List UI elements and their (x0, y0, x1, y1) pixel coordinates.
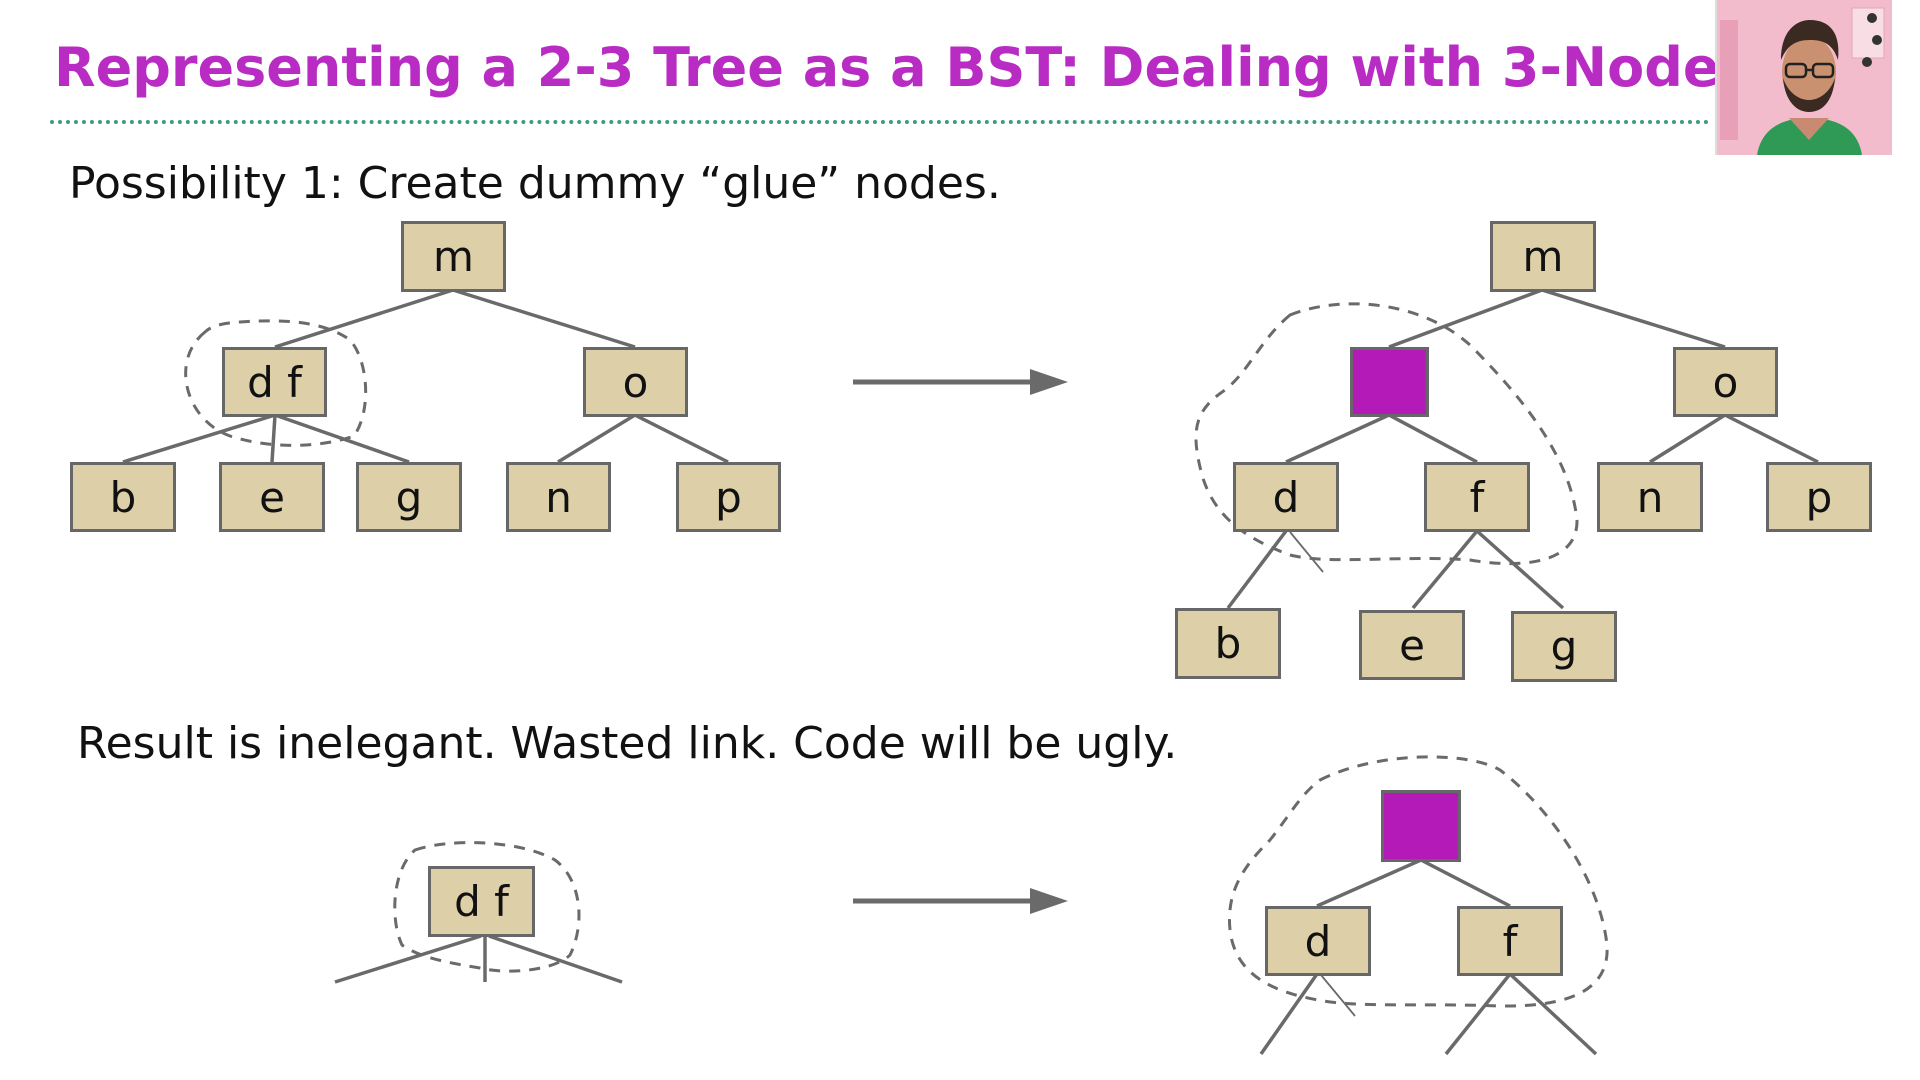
node-o: o (583, 347, 688, 417)
edge (1444, 972, 1512, 1056)
edge (1724, 413, 1819, 464)
edge (488, 934, 623, 984)
dashed-group-top-right (1194, 302, 1579, 566)
node-d: d (1265, 906, 1371, 976)
glue-node (1381, 790, 1461, 862)
edge (634, 413, 729, 464)
node-f: f (1457, 906, 1563, 976)
leaf-p: p (1766, 462, 1872, 532)
dashed-group-bottom-left (393, 841, 581, 973)
leaf-b: b (1175, 608, 1281, 679)
edge (557, 413, 636, 464)
arrow-bottom-head (1030, 888, 1068, 914)
edge (1285, 413, 1390, 464)
edge (1649, 413, 1726, 464)
leaf-p: p (676, 462, 781, 532)
title-divider (50, 120, 1710, 124)
node-m: m (401, 221, 506, 292)
leaf-g: g (356, 462, 462, 532)
edge (1316, 858, 1422, 908)
edge (1226, 529, 1288, 610)
webcam-overlay (1715, 0, 1892, 155)
dashed-group-bottom-right (1227, 755, 1609, 1008)
edge (1259, 972, 1319, 1056)
edge (1475, 529, 1565, 610)
edge (1420, 858, 1511, 908)
leaf-n: n (506, 462, 611, 532)
node-df: d f (428, 866, 535, 937)
arrow-top-head (1030, 369, 1068, 395)
edge (1388, 288, 1543, 349)
wasted-link-edge (1320, 974, 1356, 1017)
leaf-g: g (1511, 611, 1617, 682)
node-d: d (1233, 462, 1339, 532)
edge (270, 414, 277, 463)
wasted-link-edge (1289, 531, 1324, 573)
leaf-b: b (70, 462, 176, 532)
node-m: m (1490, 221, 1596, 292)
leaf-n: n (1597, 462, 1703, 532)
edge (1508, 972, 1598, 1056)
glue-node (1350, 347, 1429, 417)
leaf-e: e (219, 462, 325, 532)
edge (1541, 288, 1726, 349)
edge (334, 934, 482, 984)
presenter-image (1717, 0, 1892, 155)
slide-title: Representing a 2-3 Tree as a BST: Dealin… (54, 36, 1752, 99)
leaf-e: e (1359, 610, 1465, 680)
node-o: o (1673, 347, 1778, 417)
edge (452, 288, 636, 349)
possibility-text: Possibility 1: Create dummy “glue” nodes… (69, 158, 1001, 209)
dashed-group-top-left (184, 319, 368, 447)
node-df: d f (222, 347, 327, 417)
edge (1388, 413, 1478, 464)
edge (1411, 529, 1479, 610)
edge (122, 413, 276, 464)
result-text: Result is inelegant. Wasted link. Code w… (77, 718, 1178, 769)
node-f: f (1424, 462, 1530, 532)
edge (274, 288, 454, 349)
